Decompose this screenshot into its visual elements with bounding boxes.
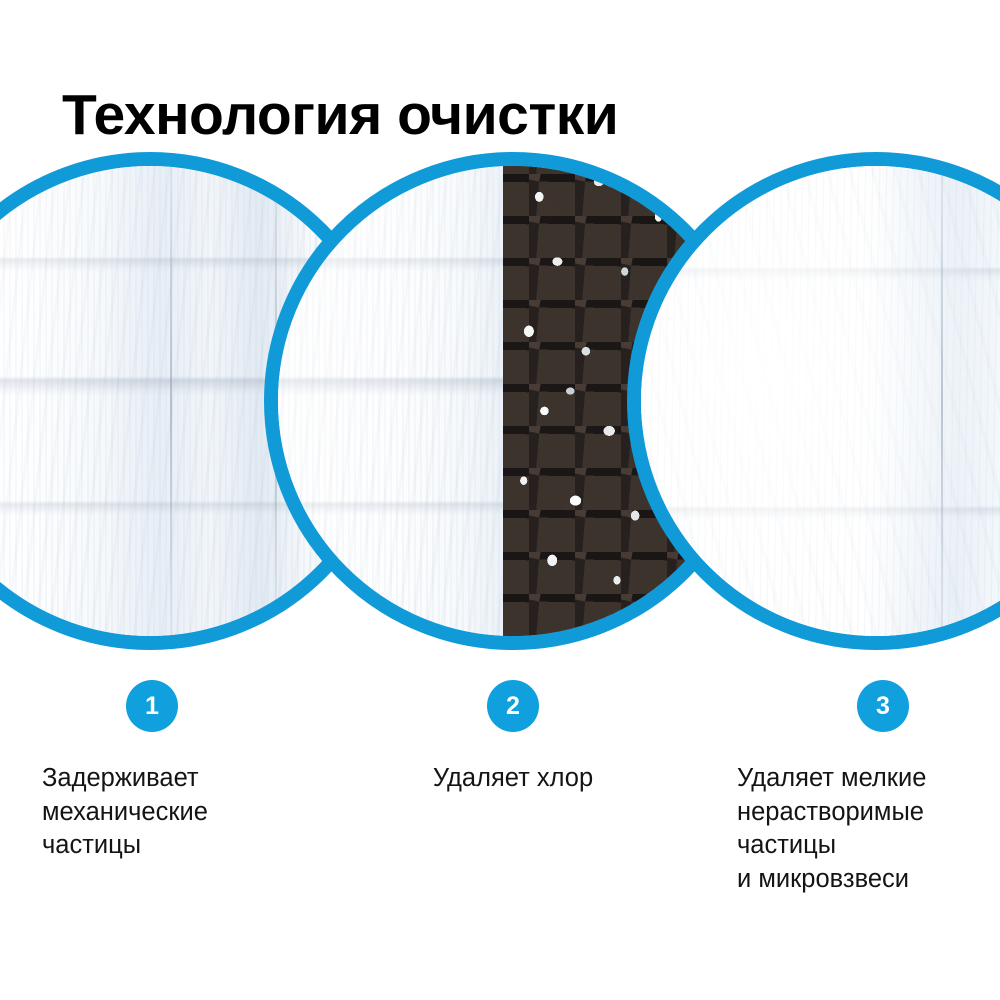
stage-2-number: 2 <box>506 691 520 720</box>
stage-3-caption: Удаляет мелкие нерастворимые частицы и м… <box>737 764 927 893</box>
cartridge-seam-line <box>169 166 172 636</box>
stage-3-number-badge: 3 <box>857 680 909 732</box>
stage-2-number-badge: 2 <box>487 680 539 732</box>
fine-membrane-texture <box>641 166 1000 636</box>
stage-1-number: 1 <box>145 691 159 720</box>
stage-2-cartridge-half <box>278 166 504 636</box>
stage-1-number-badge: 1 <box>126 680 178 732</box>
cartridge-seam-line <box>940 166 943 636</box>
stage-3-image-circle <box>627 152 1000 650</box>
stage-1-caption: Задерживает механические частицы <box>42 764 208 860</box>
stage-3-number: 3 <box>876 691 890 720</box>
polypropylene-cartridge-texture <box>278 166 504 636</box>
page-title: Технология очистки <box>62 83 619 148</box>
stage-2-caption: Удаляет хлор <box>432 764 594 792</box>
stage-3-media <box>641 166 1000 636</box>
